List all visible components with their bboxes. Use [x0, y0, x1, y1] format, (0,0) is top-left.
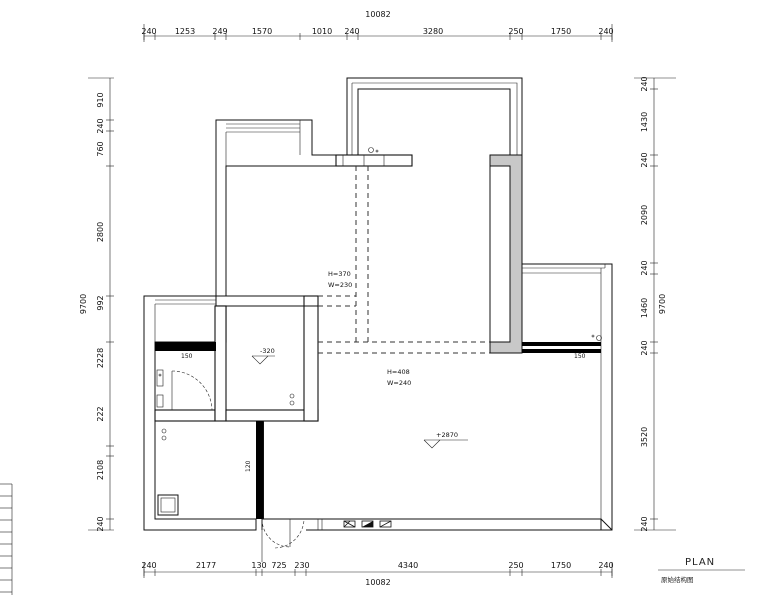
right-dim-7: 240 [640, 340, 649, 355]
wall-mark-a: 150 [181, 353, 193, 360]
right-dim-2: 1430 [640, 112, 649, 132]
room-level-label: -320 [260, 347, 275, 355]
top-dim-6: 240 [344, 27, 359, 36]
right-dim-3: 240 [640, 152, 649, 167]
bottom-dim-3: 130 [251, 561, 266, 570]
left-dim-8: 2108 [96, 460, 105, 480]
top-dimension-chain: 10082 240 1253 249 1570 1010 240 3280 25… [141, 10, 614, 42]
plan-subtitle: 原始结构图 [661, 575, 694, 584]
right-total-dim: 9700 [658, 294, 667, 314]
bottom-dim-8: 1750 [551, 561, 571, 570]
bottom-dim-1: 240 [141, 561, 156, 570]
left-total-dim: 9700 [79, 294, 88, 314]
left-dim-7: 222 [96, 406, 105, 421]
top-dim-2: 1253 [175, 27, 195, 36]
right-dimension-chain: 240 1430 240 2090 240 1460 240 3520 240 … [634, 76, 676, 532]
left-dim-3: 760 [96, 141, 105, 156]
annotations: H=370 W=230 H=408 W=240 -320 +2870 150 1… [181, 270, 586, 472]
beam1-width-label: W=230 [328, 281, 352, 289]
beam1-height-label: H=370 [328, 270, 351, 278]
beam2-width-label: W=240 [387, 379, 411, 387]
right-dim-6: 1460 [640, 298, 649, 318]
left-dimension-chain: 910 240 760 2800 992 2228 222 2108 240 9… [79, 77, 114, 532]
left-dim-6: 2228 [96, 348, 105, 368]
plan-title: PLAN [685, 557, 715, 568]
bottom-total-dim: 10082 [365, 578, 390, 587]
right-dim-8: 3520 [640, 427, 649, 447]
left-dim-4: 2800 [96, 222, 105, 242]
right-dim-9: 240 [640, 516, 649, 531]
bottom-dim-6: 4340 [398, 561, 418, 570]
top-dim-1: 240 [141, 27, 156, 36]
beam-dashed-lines [318, 166, 490, 354]
wall-mark-b: 120 [245, 460, 252, 472]
bottom-dim-7: 250 [508, 561, 523, 570]
top-dim-4: 1570 [252, 27, 272, 36]
bottom-dimension-chain: 240 2177 130 725 230 4340 250 1750 240 1… [141, 561, 613, 587]
wall-mark-c: 150 [574, 353, 586, 360]
bottom-dim-9: 240 [598, 561, 613, 570]
top-dim-7: 3280 [423, 27, 443, 36]
floor-plan-walls [143, 77, 613, 562]
main-level-label: +2870 [436, 431, 458, 439]
plan-title-block: PLAN 原始结构图 [658, 557, 745, 584]
bottom-dim-2: 2177 [196, 561, 216, 570]
right-dim-1: 240 [640, 76, 649, 91]
left-dim-2: 240 [96, 118, 105, 133]
top-dim-8: 250 [508, 27, 523, 36]
bottom-dim-5: 230 [294, 561, 309, 570]
legend-table-fragment [0, 483, 13, 595]
top-total-dim: 10082 [365, 10, 390, 19]
top-dim-5: 1010 [312, 27, 332, 36]
right-dim-4: 2090 [640, 205, 649, 225]
top-dim-10: 240 [598, 27, 613, 36]
beam2-height-label: H=408 [387, 368, 410, 376]
left-dim-5: 992 [96, 295, 105, 310]
left-dim-1: 910 [96, 92, 105, 107]
bottom-dim-4: 725 [271, 561, 286, 570]
right-dim-5: 240 [640, 260, 649, 275]
left-dim-9: 240 [96, 516, 105, 531]
top-dim-3: 249 [212, 27, 227, 36]
top-dim-9: 1750 [551, 27, 571, 36]
